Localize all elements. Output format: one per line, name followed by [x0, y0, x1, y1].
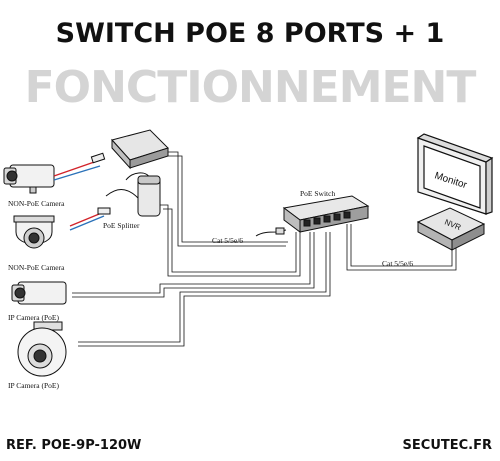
- site-name: SECUTEC.FR: [402, 438, 492, 453]
- camera-label-4: IP Camera (PoE): [8, 381, 59, 390]
- dome-camera-icon: [13, 215, 55, 249]
- cable-label-right: Cat 5/5e/6: [382, 259, 413, 268]
- camera-label-2: NON-PoE Camera: [8, 263, 65, 272]
- power-plug-icon: [255, 227, 287, 237]
- monitor-icon: [416, 133, 494, 215]
- ptz-camera-icon: [17, 321, 67, 377]
- nvr-icon: [416, 207, 486, 251]
- page-subtitle: FONCTIONNEMENT: [24, 62, 477, 113]
- camera-label-1: NON-PoE Camera: [8, 199, 65, 208]
- poe-injector-icon: [111, 129, 169, 170]
- poe-switch-icon: [282, 195, 370, 233]
- poe-splitter-icon: [69, 172, 161, 231]
- cables: [72, 151, 457, 347]
- poe-splitter-label: PoE Splitter: [103, 221, 140, 230]
- cable-label-left: Cat 5/5e/6: [212, 236, 243, 245]
- page-title: SWITCH POE 8 PORTS + 1: [55, 18, 445, 49]
- product-reference: REF. POE-9P-120W: [6, 438, 142, 453]
- poe-switch-label: PoE Switch: [300, 189, 335, 198]
- non-poe-camera-icon-1: [3, 152, 106, 194]
- ip-camera-icon-1: [11, 281, 67, 305]
- camera-label-3: IP Camera (PoE): [8, 313, 59, 322]
